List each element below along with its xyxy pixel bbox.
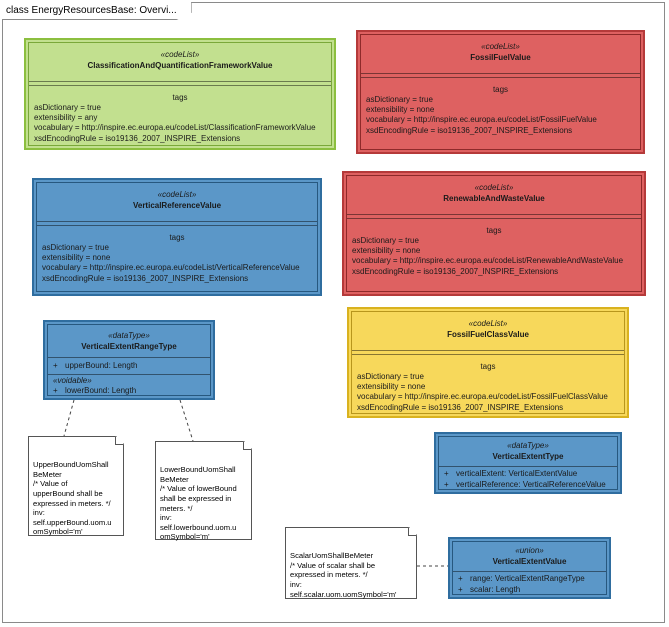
class-name: FossilFuelValue — [470, 53, 531, 62]
connector-upper-note — [63, 399, 75, 437]
tags-header: tags — [486, 226, 502, 235]
tag-xsd-encoding-rule: xsdEncodingRule = iso19136_2007_INSPIRE_… — [366, 125, 573, 135]
class-name: RenewableAndWasteValue — [443, 194, 545, 203]
class-vertical-extent-range-type[interactable]: «dataType» VerticalExtentRangeType +upper… — [43, 320, 215, 400]
note-text: LowerBoundUomShall BeMeter /* Value of l… — [160, 465, 237, 542]
stereotype: «union» — [515, 546, 544, 555]
stereotype: «dataType» — [108, 331, 150, 340]
tags-header: tags — [492, 85, 509, 94]
tag-extensibility: extensibility = none — [357, 382, 426, 392]
tag-as-dictionary: asDictionary = true — [34, 103, 101, 112]
tag-extensibility: extensibility = none — [42, 253, 111, 263]
note-scalar-uom: ScalarUomShallBeMeter /* Value of scalar… — [285, 527, 417, 599]
stereotype: «codeList» — [157, 190, 197, 199]
note-upper-bound-uom: UpperBoundUomShall BeMeter /* Value of u… — [28, 436, 124, 536]
tag-extensibility: extensibility = none — [366, 105, 435, 115]
tag-extensibility: extensibility = none — [352, 246, 421, 256]
tag-vocabulary: vocabulary = http://inspire.ec.europa.eu… — [42, 263, 300, 273]
attribute-upper-bound: +upperBound: Length — [53, 361, 138, 370]
class-name: ClassificationAndQuantificationFramework… — [87, 61, 273, 70]
tags-header: tags — [480, 362, 496, 371]
stereotype: «dataType» — [507, 441, 549, 450]
class-name: VerticalExtentRangeType — [81, 342, 177, 351]
stereotype: «codeList» — [481, 42, 520, 51]
connector-lower-note — [179, 399, 194, 442]
tag-xsd-encoding-rule: xsdEncodingRule = iso19136_2007_INSPIRE_… — [357, 402, 564, 412]
attribute-vertical-reference: +verticalReference: VerticalReferenceVal… — [444, 479, 606, 489]
tag-xsd-encoding-rule: xsdEncodingRule = iso19136_2007_INSPIRE_… — [352, 266, 559, 276]
stereotype: «codeList» — [160, 50, 200, 59]
class-renewable-and-waste-value[interactable]: «codeList» RenewableAndWasteValue tags as… — [342, 171, 646, 296]
tag-as-dictionary: asDictionary = true — [357, 372, 424, 381]
tag-xsd-encoding-rule: xsdEncodingRule = iso19136_2007_INSPIRE_… — [34, 133, 241, 143]
attribute-range: +range: VerticalExtentRangeType — [458, 574, 585, 583]
stereotype: «codeList» — [468, 319, 508, 328]
class-vertical-extent-value[interactable]: «union» VerticalExtentValue +range: Verti… — [448, 537, 611, 599]
class-classification-and-quantification-framework-value[interactable]: «codeList» ClassificationAndQuantificatio… — [24, 38, 336, 150]
tag-extensibility: extensibility = any — [34, 113, 98, 123]
tag-vocabulary: vocabulary = http://inspire.ec.europa.eu… — [366, 115, 597, 125]
tag-xsd-encoding-rule: xsdEncodingRule = iso19136_2007_INSPIRE_… — [42, 273, 249, 283]
tag-as-dictionary: asDictionary = true — [352, 236, 419, 245]
class-name: FossilFuelClassValue — [447, 330, 529, 339]
class-name: VerticalExtentValue — [492, 557, 567, 566]
class-fossil-fuel-class-value[interactable]: «codeList» FossilFuelClassValue tags asDi… — [347, 307, 629, 418]
tags-header: tags — [169, 233, 185, 242]
class-name: VerticalReferenceValue — [132, 201, 222, 210]
diagram-frame-title: class EnergyResourcesBase: Overvi... — [2, 2, 192, 20]
voidable-stereotype: «voidable» — [53, 375, 92, 385]
attribute-lower-bound: +lowerBound: Length — [53, 386, 137, 395]
class-vertical-reference-value[interactable]: «codeList» VerticalReferenceValue tags as… — [32, 178, 322, 296]
tag-as-dictionary: asDictionary = true — [42, 243, 109, 252]
class-name: VerticalExtentType — [492, 452, 564, 461]
tag-vocabulary: vocabulary = http://inspire.ec.europa.eu… — [357, 392, 608, 402]
note-text: UpperBoundUomShall BeMeter /* Value of u… — [33, 460, 112, 537]
tags-header: tags — [172, 93, 188, 102]
note-fold-icon — [115, 436, 124, 445]
tag-vocabulary: vocabulary = http://inspire.ec.europa.eu… — [34, 123, 316, 133]
attribute-vertical-extent: +verticalExtent: VerticalExtentValue — [444, 469, 578, 478]
class-vertical-extent-type[interactable]: «dataType» VerticalExtentType +verticalEx… — [434, 432, 622, 494]
attribute-scalar: +scalar: Length — [458, 584, 521, 594]
note-lower-bound-uom: LowerBoundUomShall BeMeter /* Value of l… — [155, 441, 252, 542]
note-fold-icon — [408, 527, 417, 536]
note-fold-icon — [243, 441, 252, 450]
class-fossil-fuel-value[interactable]: «codeList» FossilFuelValue tags asDiction… — [356, 30, 645, 154]
tag-vocabulary: vocabulary = http://inspire.ec.europa.eu… — [352, 256, 624, 266]
note-text: ScalarUomShallBeMeter /* Value of scalar… — [290, 551, 397, 599]
tag-as-dictionary: asDictionary = true — [366, 95, 433, 104]
stereotype: «codeList» — [474, 183, 514, 192]
